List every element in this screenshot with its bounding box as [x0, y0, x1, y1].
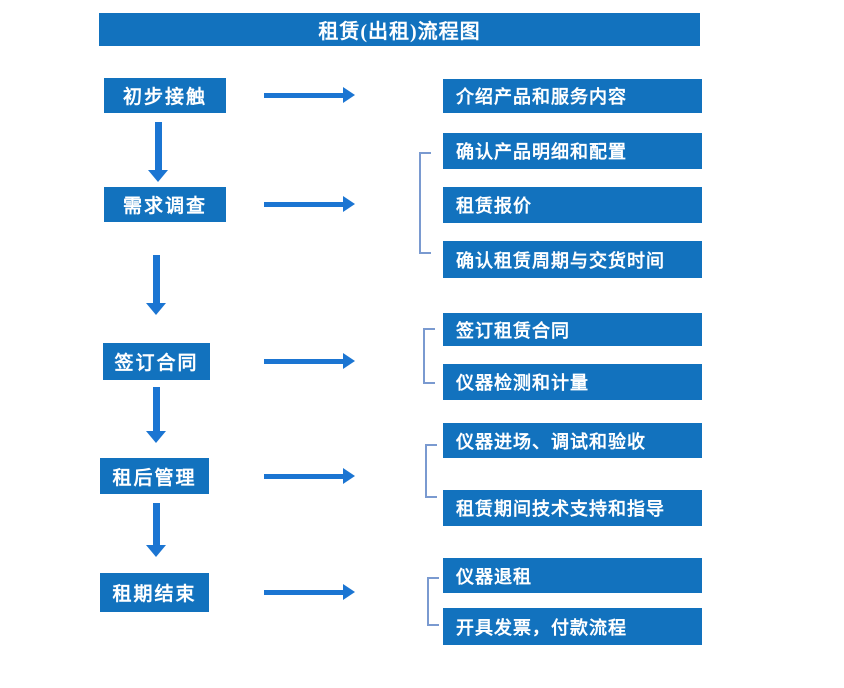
arrow-head [146, 303, 166, 315]
arrow-head [343, 196, 355, 212]
stage-box-post-rental-management: 租后管理 [100, 458, 209, 494]
arrow-head [343, 353, 355, 369]
down-arrow [148, 122, 168, 182]
down-arrow [146, 503, 166, 557]
arrow-line [264, 358, 343, 364]
output-box-instrument-inspection: 仪器检测和计量 [443, 364, 702, 400]
right-arrow [264, 353, 355, 369]
output-box-tech-support: 租赁期间技术支持和指导 [443, 490, 702, 526]
bracket [423, 328, 435, 384]
stage-box-initial-contact: 初步接触 [104, 78, 226, 113]
arrow-line [154, 122, 162, 170]
arrow-line [264, 473, 343, 479]
right-arrow [264, 584, 355, 600]
bracket [419, 152, 431, 254]
arrow-head [146, 545, 166, 557]
output-box-intro-products: 介绍产品和服务内容 [443, 79, 702, 113]
bracket [425, 444, 437, 498]
arrow-line [152, 387, 160, 431]
arrow-head [146, 431, 166, 443]
output-box-confirm-details: 确认产品明细和配置 [443, 133, 702, 169]
output-box-instrument-return: 仪器退租 [443, 558, 702, 593]
arrow-line [264, 92, 343, 98]
arrow-head [148, 170, 168, 182]
arrow-line [152, 503, 160, 545]
output-box-rental-quote: 租赁报价 [443, 187, 702, 223]
page-title: 租赁(出租)流程图 [318, 21, 481, 43]
title-bar: 租赁(出租)流程图 [99, 13, 700, 46]
arrow-line [264, 589, 343, 595]
output-box-instrument-setup: 仪器进场、调试和验收 [443, 423, 702, 458]
down-arrow [146, 255, 166, 315]
right-arrow [264, 468, 355, 484]
arrow-head [343, 87, 355, 103]
stage-box-demand-survey: 需求调查 [104, 187, 226, 222]
bracket [427, 577, 439, 626]
arrow-line [152, 255, 160, 303]
down-arrow [146, 387, 166, 443]
output-box-sign-lease-contract: 签订租赁合同 [443, 313, 702, 346]
right-arrow [264, 196, 355, 212]
output-box-confirm-period: 确认租赁周期与交货时间 [443, 241, 702, 278]
output-box-invoice-payment: 开具发票，付款流程 [443, 608, 702, 645]
stage-box-lease-end: 租期结束 [100, 573, 209, 612]
arrow-line [264, 201, 343, 207]
stage-box-sign-contract: 签订合同 [103, 343, 210, 380]
arrow-head [343, 584, 355, 600]
right-arrow [264, 87, 355, 103]
arrow-head [343, 468, 355, 484]
